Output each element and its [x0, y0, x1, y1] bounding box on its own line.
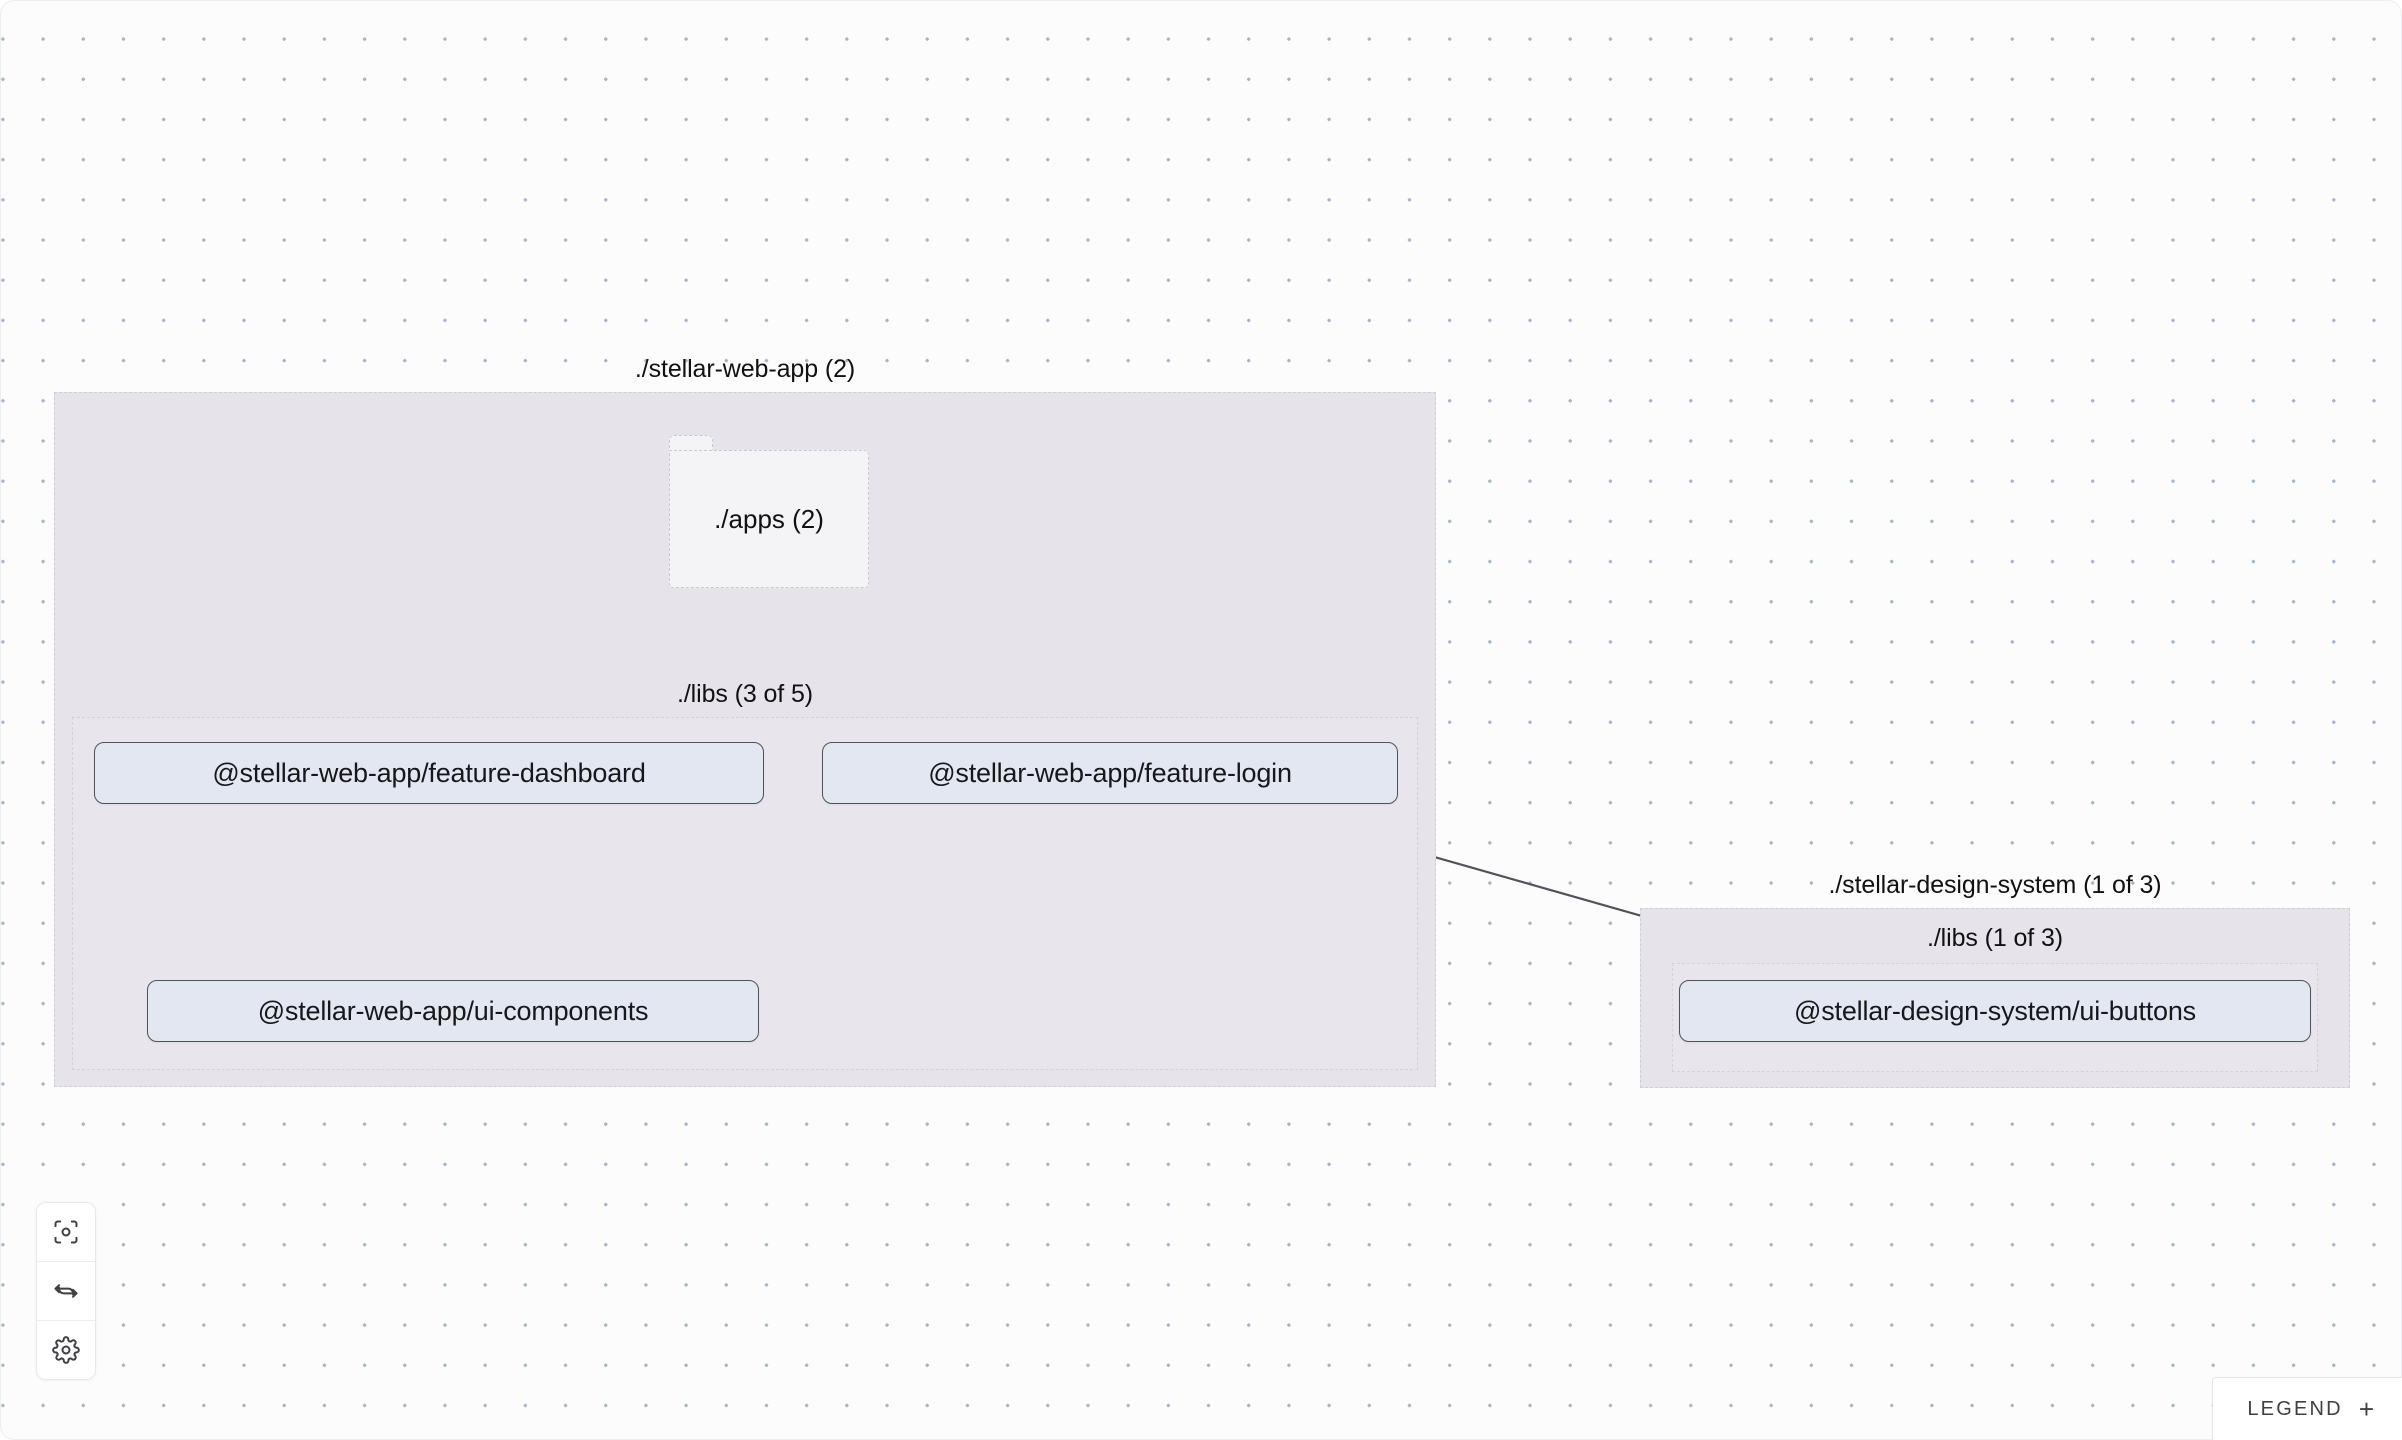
focus-graph-button[interactable]	[37, 1203, 95, 1262]
settings-button[interactable]	[37, 1321, 95, 1379]
scan-focus-icon	[52, 1218, 80, 1246]
folder-label-apps: ./apps (2)	[714, 503, 824, 534]
legend-panel[interactable]: LEGEND +	[2212, 1377, 2402, 1440]
group-label-stellar-web-app: ./stellar-web-app (2)	[634, 355, 856, 383]
legend-expand-icon[interactable]: +	[2358, 1394, 2374, 1424]
group-label-stellar-web-app-libs: ./libs (3 of 5)	[676, 680, 814, 708]
node-label-ui-components: @stellar-web-app/ui-components	[257, 995, 649, 1026]
canvas-toolbar	[36, 1202, 96, 1380]
refresh-icon	[52, 1277, 80, 1305]
gear-icon	[52, 1336, 80, 1364]
node-feature-login[interactable]: @stellar-web-app/feature-login	[822, 742, 1398, 804]
legend-label: LEGEND	[2247, 1397, 2343, 1420]
folder-tab-icon	[669, 435, 713, 452]
node-label-feature-login: @stellar-web-app/feature-login	[928, 757, 1292, 788]
node-feature-dashboard[interactable]: @stellar-web-app/feature-dashboard	[94, 742, 764, 804]
group-label-stellar-design-system: ./stellar-design-system (1 of 3)	[1828, 871, 2162, 899]
folder-body: ./apps (2)	[669, 450, 869, 588]
node-ui-buttons[interactable]: @stellar-design-system/ui-buttons	[1679, 980, 2311, 1042]
node-ui-components[interactable]: @stellar-web-app/ui-components	[147, 980, 759, 1042]
refresh-graph-button[interactable]	[37, 1262, 95, 1321]
group-label-stellar-design-system-libs: ./libs (1 of 3)	[1926, 924, 2064, 952]
node-label-feature-dashboard: @stellar-web-app/feature-dashboard	[212, 757, 646, 788]
folder-node-apps[interactable]: ./apps (2)	[669, 435, 869, 588]
node-label-ui-buttons: @stellar-design-system/ui-buttons	[1794, 995, 2196, 1026]
